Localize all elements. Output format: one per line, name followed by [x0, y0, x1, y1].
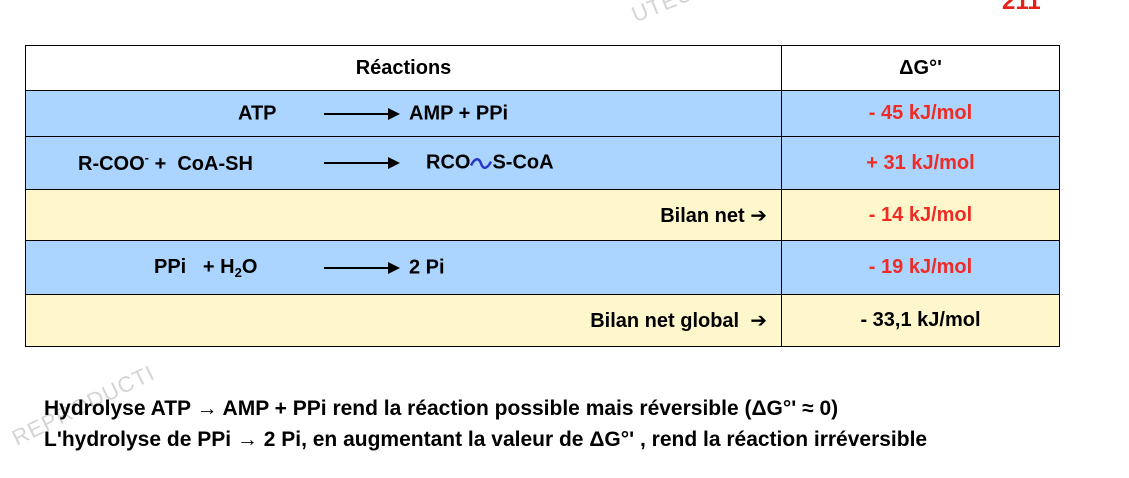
- reactants-acid-coa: R-COO- + CoA-SH: [78, 150, 253, 175]
- table-row: Bilan net global ➔ - 33,1 kJ/mol: [25, 294, 1060, 347]
- delta-g-value: + 31 kJ/mol: [781, 136, 1060, 190]
- page-number: 211: [1002, 0, 1041, 15]
- delta-g-value: - 14 kJ/mol: [781, 189, 1060, 241]
- reactants-ppi-water: PPi + H2O: [154, 255, 258, 280]
- table-row: PPi + H2O 2 Pi - 19 kJ/mol: [25, 240, 1060, 295]
- header-reactions: Réactions: [25, 45, 782, 91]
- conclusion-notes: Hydrolyse ATP → AMP + PPi rend la réacti…: [44, 393, 927, 455]
- table-row: ATP AMP + PPi - 45 kJ/mol: [25, 90, 1060, 137]
- table-row: Bilan net ➔ - 14 kJ/mol: [25, 189, 1060, 241]
- delta-g-value-total: - 33,1 kJ/mol: [781, 294, 1060, 347]
- bilan-net-global-label: Bilan net global ➔: [25, 294, 782, 347]
- reaction-arrow: [324, 261, 400, 274]
- reaction-arrow: [324, 107, 400, 120]
- note-line-1: Hydrolyse ATP → AMP + PPi rend la réacti…: [44, 397, 839, 420]
- reaction-cell: PPi + H2O 2 Pi: [25, 240, 782, 295]
- reactions-table: Réactions ΔG°' ATP AMP + PPi - 45 kJ/mol…: [25, 45, 1060, 347]
- product-2pi: 2 Pi: [409, 256, 445, 278]
- reactant-atp: ATP: [238, 102, 277, 124]
- products-amp-ppi: AMP + PPi: [409, 102, 509, 124]
- delta-g-value: - 45 kJ/mol: [781, 90, 1060, 137]
- watermark-top: UTEURS: [628, 0, 727, 28]
- high-energy-bond-squiggle-icon: [470, 157, 493, 169]
- delta-g-value: - 19 kJ/mol: [781, 240, 1060, 295]
- note-line-2: L'hydrolyse de PPi → 2 Pi, en augmentant…: [44, 428, 928, 451]
- reaction-arrow: [324, 157, 400, 169]
- table-header-row: Réactions ΔG°': [25, 45, 1060, 91]
- reaction-cell: ATP AMP + PPi: [25, 90, 782, 137]
- header-delta-g: ΔG°': [781, 45, 1060, 91]
- bilan-net-label: Bilan net ➔: [25, 189, 782, 241]
